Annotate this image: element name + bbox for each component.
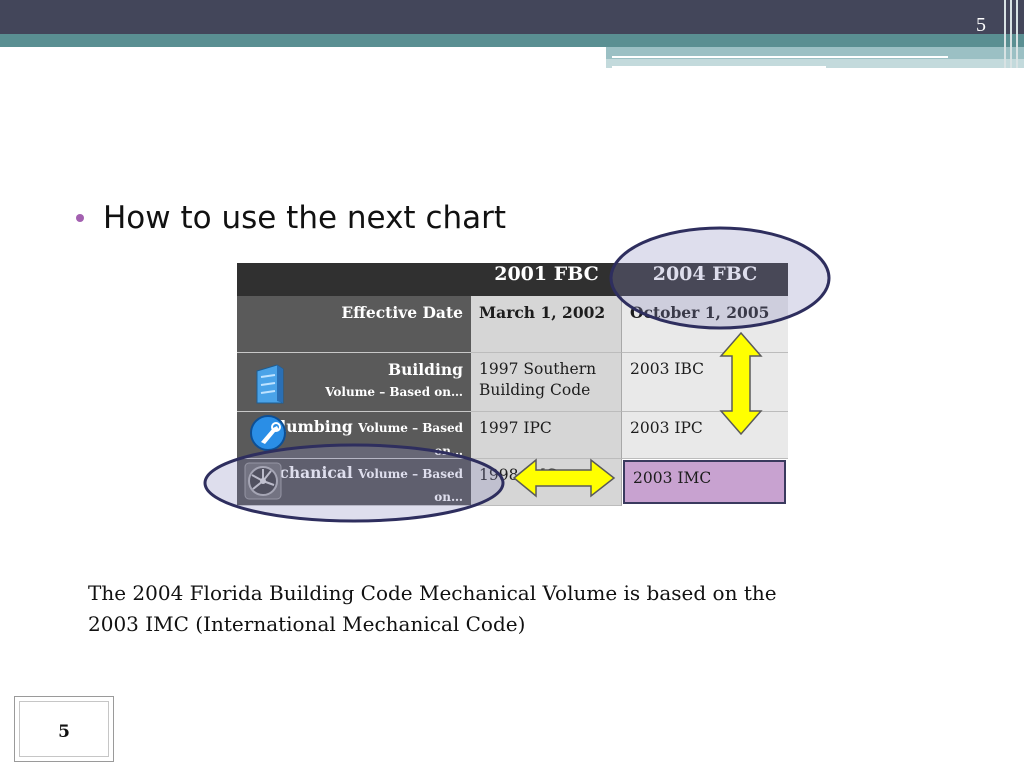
slide-number: 5 (976, 14, 986, 36)
table-header-2004: 2004 FBC (622, 263, 788, 296)
header-band-lighter (606, 59, 1024, 68)
row-label-text: Effective Date (341, 303, 463, 322)
caption-line-2: 2003 IMC (International Mechanical Code) (88, 612, 526, 636)
vertical-double-arrow (719, 331, 763, 436)
table-cell: 2003 IPC (622, 412, 788, 459)
caption-line-1: The 2004 Florida Building Code Mechanica… (88, 581, 777, 605)
caption-text: The 2004 Florida Building Code Mechanica… (88, 578, 888, 640)
footer-page-number: 5 (58, 722, 70, 742)
footer-page-box (14, 696, 114, 762)
table-cell: 1997 IPC (471, 412, 622, 459)
header-stripe (612, 66, 826, 68)
header-stripe (612, 56, 948, 58)
header-band-teal (0, 34, 1024, 47)
table-cell: March 1, 2002 (471, 296, 622, 353)
table-cell: 2003 IBC (622, 353, 788, 412)
footer-page-box-inner (19, 701, 109, 757)
table-cell-highlighted: 2003 IMC (623, 460, 786, 504)
row-label-text: Building (388, 360, 463, 379)
header-vertical-line (1004, 0, 1006, 68)
highlight-ellipse-2004 (609, 226, 831, 330)
table-header-2001: 2001 FBC (471, 263, 622, 296)
header-band-dark (0, 0, 1024, 34)
row-label-effective-date: Effective Date (237, 296, 471, 353)
plumbing-wrench-icon (250, 415, 286, 451)
row-label-subtext: Volume – Based on… (325, 385, 463, 399)
bullet-text: How to use the next chart (103, 200, 507, 236)
table-cell: 1997 Southern Building Code (471, 353, 622, 412)
building-icon (256, 364, 284, 404)
highlight-ellipse-mechanical (203, 443, 505, 523)
bullet-dot (76, 214, 84, 222)
row-label-subtext: Volume – Based on… (358, 467, 463, 504)
mechanical-fan-icon (244, 462, 282, 500)
header-vertical-line (1016, 0, 1018, 68)
table-header-corner (237, 263, 471, 296)
code-comparison-table: 2001 FBC 2004 FBC Effective Date March 1… (237, 263, 788, 506)
row-label-text: Plumbing (268, 417, 353, 436)
header-vertical-line (1010, 0, 1012, 68)
horizontal-double-arrow (512, 458, 616, 498)
